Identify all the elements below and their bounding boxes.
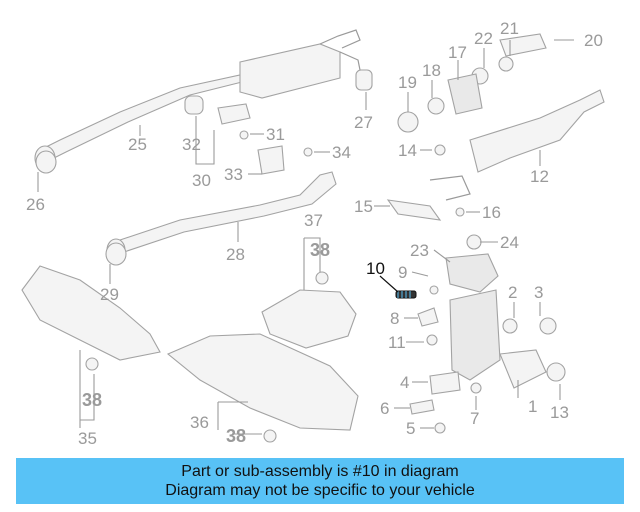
callout-8: 8 [390,309,399,328]
callout-14: 14 [398,141,417,160]
part-32-hanger [184,95,204,115]
callout-38-b: 38 [82,390,102,410]
callout-33: 33 [224,165,243,184]
part-2-gasket [502,318,518,334]
part-18-gasket [427,97,445,115]
callout-3: 3 [534,283,543,302]
leader-35-38 [79,350,95,428]
callout-34: 34 [332,143,351,162]
part-12-pipes [429,175,471,201]
part-10-stud-highlighted[interactable] [395,290,417,299]
leader-32-30 [195,116,215,165]
leader-9 [411,271,429,277]
callout-18: 18 [422,61,441,80]
callout-38-a: 38 [310,240,330,260]
part-29-clamp [105,242,127,266]
callout-15: 15 [354,197,373,216]
part-33-bracket [257,145,285,175]
part-5-bolt [434,422,446,434]
callout-16: 16 [482,203,501,222]
banner-line-part-number: Part or sub-assembly is #10 in diagram [181,463,459,480]
callout-30: 30 [192,171,211,190]
part-34-bolt [303,147,313,157]
part-1-dpf-assembly [449,289,501,381]
part-1-outlet [499,349,547,389]
callout-31: 31 [266,125,285,144]
callout-23: 23 [410,241,429,260]
part-21-gasket [498,56,514,72]
part-37-heat-shield [261,289,357,349]
callout-36: 36 [190,413,209,432]
callout-4: 4 [400,373,409,392]
part-23-heat-shield [445,253,499,293]
part-7-nut [470,382,482,394]
callout-22: 22 [474,29,493,48]
part-31-bolt [239,130,249,140]
part-24-nut [466,234,482,250]
leader-37-38 [303,237,321,290]
callout-37: 37 [304,211,323,230]
part-3-clamp [539,317,557,335]
part-4-bracket [429,371,461,395]
part-35-heat-shield [21,265,161,361]
callout-19: 19 [398,73,417,92]
part-9-bolt [429,285,439,295]
part-11-nut [426,334,438,346]
callout-24: 24 [500,233,519,252]
part-17-egr-valve [447,73,483,115]
callout-17: 17 [448,43,467,62]
callout-13: 13 [550,403,569,422]
callout-1: 1 [528,397,537,416]
vehicle-fit-notice-banner: Part or sub-assembly is #10 in diagram D… [16,458,624,504]
part-27-hanger [355,69,373,91]
part-12-catalytic-converter [469,89,605,173]
callout-28: 28 [226,245,245,264]
callout-32: 32 [182,135,201,154]
leader-23 [433,249,451,263]
part-20-pipe [499,33,547,57]
part-30-bracket [217,103,251,125]
callout-11: 11 [388,333,406,352]
banner-line-disclaimer: Diagram may not be specific to your vehi… [165,482,475,499]
callout-10-highlighted: 10 [366,259,385,278]
callout-9: 9 [398,263,407,282]
part-6-stud [409,399,435,415]
part-38-nut-a [315,271,329,285]
part-19-ring [397,111,419,133]
part-38-nut-b [85,357,99,371]
callout-20: 20 [584,31,603,50]
callout-27: 27 [354,113,373,132]
exhaust-system-diagram: 1 2 3 4 5 6 7 8 9 10 11 12 13 14 15 16 1… [21,19,605,448]
part-36-heat-shield [166,333,359,431]
part-14-gasket [434,144,446,156]
callout-35: 35 [78,429,97,448]
callout-12: 12 [530,167,549,186]
part-16-bolt [455,207,465,217]
part-38-nut-c [263,429,277,443]
leader-36-38 [217,401,262,435]
part-13-gasket [546,362,566,382]
callout-7: 7 [470,409,479,428]
callout-5: 5 [406,419,415,438]
callout-2: 2 [508,283,517,302]
callout-21: 21 [500,19,519,38]
callout-25: 25 [128,135,147,154]
part-8-bracket [417,307,439,327]
callout-26: 26 [26,195,45,214]
part-26-clamp [35,150,57,174]
leader-10 [379,275,399,293]
callout-6: 6 [380,399,389,418]
part-28-intermediate-pipe [106,171,337,262]
part-15-gasket [386,199,442,221]
callout-29: 29 [100,285,119,304]
callout-38-c: 38 [226,426,246,446]
